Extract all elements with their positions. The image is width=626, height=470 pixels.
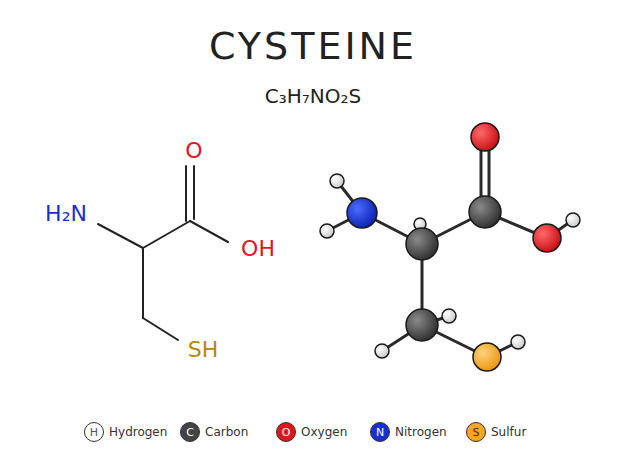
legend-swatch: O — [276, 422, 296, 442]
legend-swatch: H — [84, 422, 104, 442]
skeletal-bonds — [98, 166, 228, 340]
atom-label: H₂N — [45, 203, 87, 225]
legend-text: Oxygen — [301, 425, 347, 439]
model-bonds — [327, 137, 573, 357]
legend-item: O Oxygen — [276, 422, 347, 442]
swatch-letter: N — [376, 426, 384, 439]
legend-item: N Nitrogen — [370, 422, 447, 442]
legend-swatch: C — [180, 422, 200, 442]
title: CYSTEINE — [209, 27, 417, 65]
swatch-letter: S — [473, 426, 480, 439]
legend-item: C Carbon — [180, 422, 248, 442]
formula: C₃H₇NO₂S — [265, 86, 361, 106]
legend-text: Hydrogen — [109, 425, 167, 439]
atom-label: OH — [241, 238, 275, 260]
atom-label: SH — [188, 339, 219, 361]
legend-text: Sulfur — [491, 425, 526, 439]
model-atoms — [320, 123, 580, 371]
swatch-letter: C — [186, 426, 194, 439]
legend-item: S Sulfur — [466, 422, 526, 442]
legend-text: Carbon — [205, 425, 248, 439]
atom-label: O — [185, 140, 202, 162]
legend-item: H Hydrogen — [84, 422, 167, 442]
legend-text: Nitrogen — [395, 425, 447, 439]
legend-swatch: N — [370, 422, 390, 442]
swatch-letter: O — [282, 426, 291, 439]
swatch-letter: H — [90, 426, 98, 439]
legend-swatch: S — [466, 422, 486, 442]
